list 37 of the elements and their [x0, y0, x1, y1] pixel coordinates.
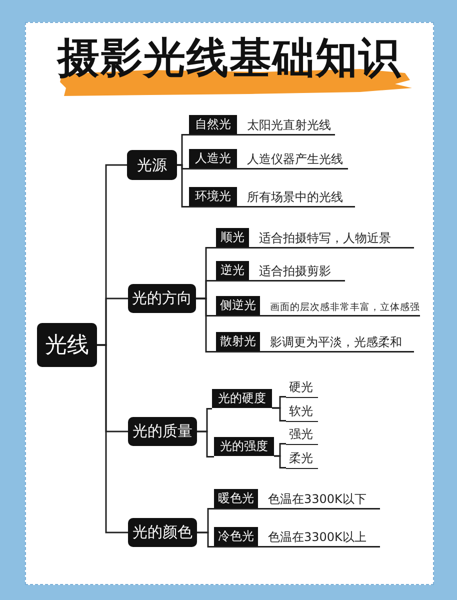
- subtopic-box: 冷色光: [214, 527, 258, 546]
- subtopic-box: 暖色光: [214, 489, 258, 508]
- connector-line: [177, 164, 189, 208]
- connector-line: [97, 344, 128, 534]
- description-text: 影调更为平淡，光感柔和: [270, 334, 402, 351]
- description-text: 人造仪器产生光线: [247, 151, 343, 168]
- description-text: 画面的层次感非常丰富，立体感强: [270, 300, 420, 314]
- subtopic-box: 侧逆光: [216, 296, 260, 315]
- description-text: 色温在3300K以上: [268, 529, 366, 546]
- subtopic-box: 人造光: [189, 149, 237, 168]
- connector-line: [197, 430, 214, 458]
- connector-line: [197, 532, 214, 548]
- description-text: 适合拍摄剪影: [259, 263, 331, 280]
- connector-line: [196, 298, 216, 352]
- branch-label: 硬光: [286, 379, 318, 398]
- branch-label: 软光: [286, 403, 318, 422]
- topic-box: 光的质量: [128, 417, 197, 446]
- branch-label: 强光: [286, 426, 318, 444]
- subtopic-box: 逆光: [216, 261, 249, 280]
- connector-line: [274, 455, 286, 468]
- branch-label: 柔光: [286, 450, 318, 468]
- connector-line: [272, 407, 286, 422]
- subtopic-box: 光的硬度: [212, 389, 272, 408]
- description-text: 太阳光直射光线: [247, 117, 331, 134]
- root-box: 光线: [37, 323, 97, 367]
- title: 摄影光线基础知识: [25, 30, 434, 98]
- description-text: 所有场景中的光线: [247, 189, 343, 206]
- topic-box: 光源: [127, 150, 177, 180]
- topic-box: 光的方向: [128, 284, 196, 313]
- subtopic-box: 光的强度: [214, 437, 274, 456]
- description-text: 适合拍摄特写，人物近景: [259, 230, 391, 247]
- subtopic-box: 散射光: [216, 332, 260, 351]
- subtopic-box: 自然光: [189, 115, 237, 134]
- subtopic-box: 顺光: [216, 228, 249, 247]
- subtopic-box: 环境光: [189, 187, 237, 206]
- topic-box: 光的颜色: [128, 518, 197, 547]
- description-text: 色温在3300K以下: [268, 491, 366, 508]
